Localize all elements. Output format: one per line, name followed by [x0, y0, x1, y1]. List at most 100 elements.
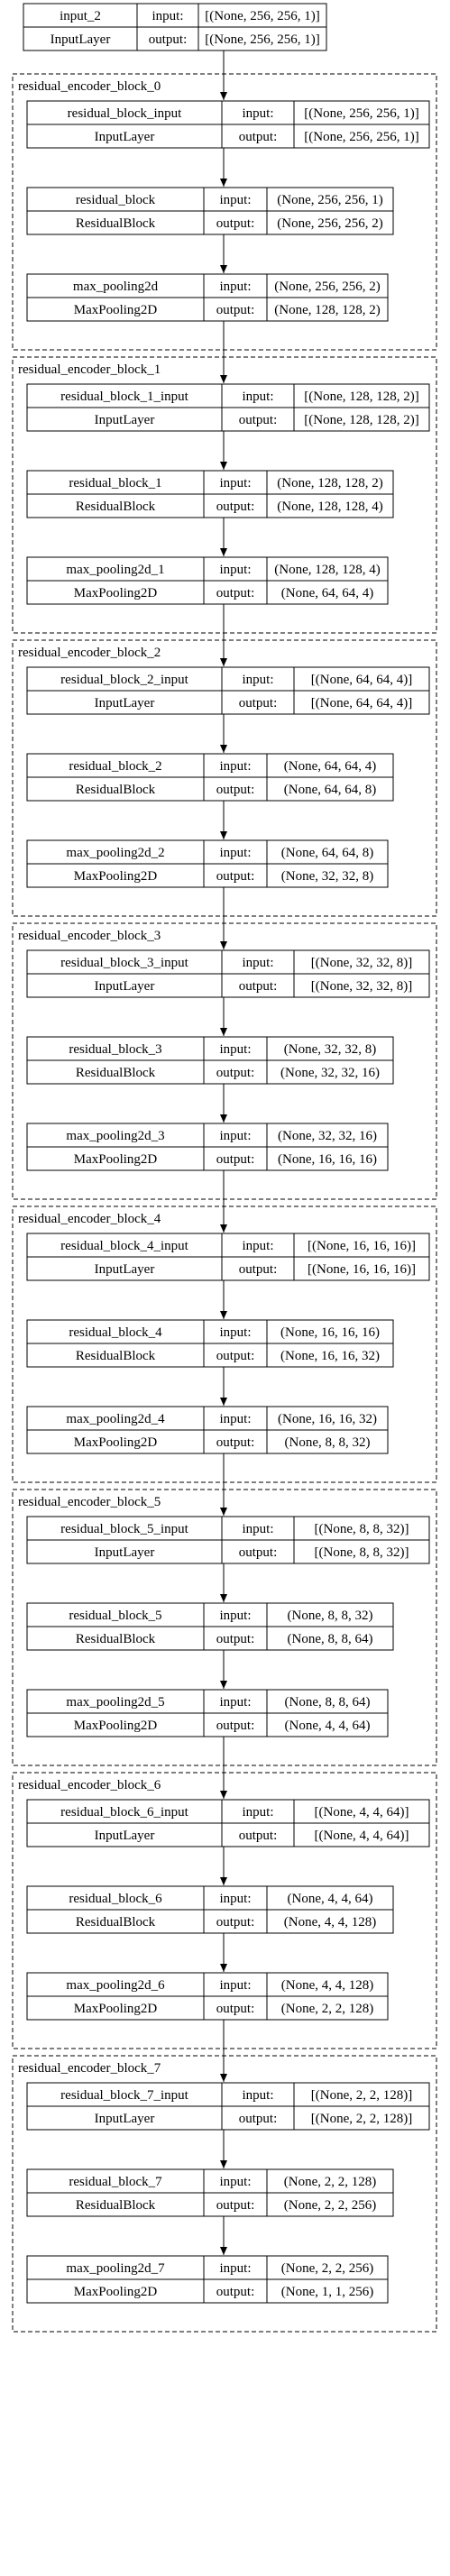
- output-shape: [(None, 16, 16, 16)]: [308, 1262, 416, 1277]
- layer-type: InputLayer: [95, 1262, 155, 1277]
- input-shape: [(None, 128, 128, 2)]: [304, 390, 418, 404]
- cluster-title: residual_encoder_block_7: [18, 2061, 161, 2076]
- cluster-title: residual_encoder_block_3: [18, 929, 161, 943]
- input-shape: [(None, 4, 4, 64)]: [315, 1805, 409, 1820]
- layer-node: residual_block_1_inputInputLayerinput:ou…: [26, 383, 430, 432]
- cluster-border: [12, 1772, 437, 2049]
- layer-type: MaxPooling2D: [74, 586, 158, 600]
- input-shape: (None, 16, 16, 16): [280, 1325, 380, 1340]
- input-shape: [(None, 256, 256, 1)]: [304, 106, 418, 121]
- input-label: input:: [242, 390, 273, 404]
- cluster-title: residual_encoder_block_0: [18, 79, 161, 94]
- layer-node: residual_block_1ResidualBlockinput:outpu…: [26, 470, 394, 518]
- output-shape: (None, 8, 8, 64): [288, 1632, 373, 1646]
- layer-name: residual_block_6: [69, 1892, 162, 1906]
- output-shape: (None, 64, 64, 8): [284, 783, 376, 797]
- output-shape: (None, 32, 32, 8): [281, 869, 373, 884]
- input-shape: (None, 4, 4, 128): [281, 1978, 373, 1993]
- output-shape: (None, 1, 1, 256): [281, 2285, 373, 2299]
- input-label: input:: [242, 2088, 273, 2103]
- encoder-block-cluster: residual_encoder_block_0: [12, 73, 437, 351]
- layer-type: MaxPooling2D: [74, 303, 158, 317]
- layer-node: residual_block_7ResidualBlockinput:outpu…: [26, 2168, 394, 2217]
- output-shape: (None, 2, 2, 256): [284, 2198, 376, 2213]
- layer-type: ResidualBlock: [76, 1349, 156, 1363]
- layer-name: residual_block_5: [69, 1609, 161, 1623]
- output-shape: (None, 4, 4, 128): [284, 1915, 376, 1930]
- output-shape: [(None, 4, 4, 64)]: [315, 1829, 409, 1843]
- layer-node: residual_block_2ResidualBlockinput:outpu…: [26, 753, 394, 802]
- layer-type: ResidualBlock: [76, 500, 156, 514]
- input-label: input:: [242, 1805, 273, 1820]
- input-shape: (None, 128, 128, 4): [274, 563, 380, 577]
- output-shape: (None, 4, 4, 64): [285, 1719, 371, 1733]
- layer-type: InputLayer: [51, 32, 111, 47]
- output-label: output:: [216, 500, 255, 514]
- output-label: output:: [216, 1915, 255, 1930]
- layer-name: max_pooling2d_1: [66, 563, 164, 577]
- layer-name: max_pooling2d_4: [66, 1412, 165, 1426]
- layer-node: residual_block_4_inputInputLayerinput:ou…: [26, 1233, 430, 1281]
- layer-node: max_pooling2d_3MaxPooling2Dinput:output:…: [26, 1123, 389, 1171]
- layer-name: residual_block_4_input: [60, 1239, 188, 1253]
- input-shape: [(None, 8, 8, 32)]: [315, 1522, 409, 1536]
- cluster-title: residual_encoder_block_6: [18, 1778, 161, 1792]
- output-shape: [(None, 64, 64, 4)]: [311, 696, 412, 710]
- encoder-block-cluster: residual_encoder_block_7: [12, 2055, 437, 2333]
- output-shape: (None, 256, 256, 2): [277, 216, 382, 231]
- encoder-block-cluster: residual_encoder_block_2: [12, 639, 437, 917]
- output-label: output:: [216, 783, 255, 797]
- output-shape: [(None, 128, 128, 2)]: [304, 413, 418, 427]
- layer-name: residual_block_6_input: [60, 1805, 188, 1820]
- input-label: input:: [219, 1695, 251, 1710]
- layer-name: residual_block_2: [69, 759, 161, 774]
- layer-name: residual_block_1: [69, 476, 161, 490]
- output-shape: (None, 64, 64, 4): [281, 586, 373, 600]
- layer-name: max_pooling2d_5: [66, 1695, 164, 1710]
- input-label: input:: [219, 280, 251, 294]
- encoder-block-cluster: residual_encoder_block_6: [12, 1772, 437, 2049]
- layer-name: residual_block_2_input: [60, 673, 188, 687]
- layer-type: InputLayer: [95, 1829, 155, 1843]
- output-label: output:: [216, 303, 255, 317]
- layer-name: input_2: [60, 9, 101, 23]
- layer-node: residual_block_inputInputLayerinput:outp…: [26, 100, 430, 149]
- layer-node: residual_block_3_inputInputLayerinput:ou…: [26, 949, 430, 998]
- output-label: output:: [216, 1349, 255, 1363]
- output-label: output:: [239, 979, 278, 994]
- input-shape: (None, 4, 4, 64): [288, 1892, 373, 1906]
- layer-name: residual_block_5_input: [60, 1522, 188, 1536]
- layer-node: residual_block_4ResidualBlockinput:outpu…: [26, 1319, 394, 1368]
- encoder-block-cluster: residual_encoder_block_4: [12, 1205, 437, 1483]
- input-shape: [(None, 2, 2, 128)]: [311, 2088, 412, 2103]
- input-shape: (None, 64, 64, 4): [284, 759, 376, 774]
- input-shape: [(None, 256, 256, 1)]: [205, 9, 319, 23]
- output-label: output:: [239, 1829, 278, 1843]
- encoder-block-cluster: residual_encoder_block_5: [12, 1489, 437, 1766]
- output-shape: (None, 128, 128, 4): [277, 500, 382, 514]
- layer-type: InputLayer: [95, 696, 155, 710]
- input-shape: (None, 16, 16, 32): [278, 1412, 377, 1426]
- input-label: input:: [219, 193, 251, 207]
- input-shape: (None, 32, 32, 8): [284, 1042, 376, 1057]
- input-shape: (None, 256, 256, 2): [274, 280, 380, 294]
- output-shape: (None, 128, 128, 2): [274, 303, 380, 317]
- layer-node: max_pooling2d_4MaxPooling2Dinput:output:…: [26, 1406, 389, 1454]
- input-label: input:: [219, 1978, 251, 1993]
- output-label: output:: [239, 130, 278, 144]
- encoder-block-cluster: residual_encoder_block_3: [12, 922, 437, 1200]
- cluster-title: residual_encoder_block_5: [18, 1495, 161, 1509]
- layer-name: max_pooling2d_3: [66, 1129, 164, 1143]
- cluster-border: [12, 922, 437, 1200]
- input-label: input:: [219, 1129, 251, 1143]
- input-label: input:: [219, 2261, 251, 2276]
- output-label: output:: [216, 2198, 255, 2213]
- input-label: input:: [219, 1892, 251, 1906]
- input-shape: (None, 64, 64, 8): [281, 846, 373, 860]
- cluster-border: [12, 1489, 437, 1766]
- input-shape: (None, 2, 2, 256): [281, 2261, 373, 2276]
- layer-type: MaxPooling2D: [74, 869, 158, 884]
